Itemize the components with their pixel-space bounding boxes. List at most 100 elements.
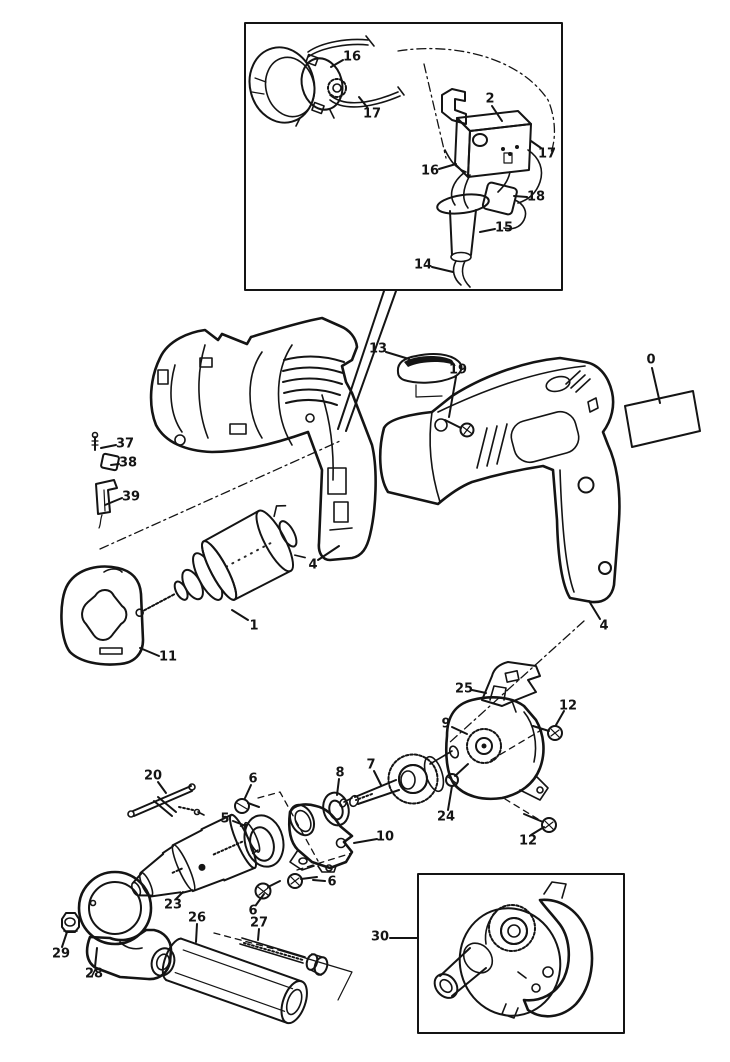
callout-leader-26 <box>195 923 198 943</box>
spindle-gear-drawing <box>339 745 460 808</box>
cord-guard-drawing <box>436 193 490 288</box>
callout-leader-38 <box>110 463 120 466</box>
callout-leader-2 <box>491 105 503 122</box>
part-number-label-15: 15 <box>495 221 513 236</box>
part-number-label-5: 5 <box>220 812 229 827</box>
part-number-label-29: 29 <box>52 947 70 962</box>
part-number-label-7: 7 <box>366 758 375 773</box>
baffle-plate-drawing <box>60 565 145 666</box>
callout-leader-23 <box>175 891 184 900</box>
callout-leader-17 <box>530 140 542 149</box>
callout-leader-16 <box>330 59 344 68</box>
callout-leader-11 <box>139 647 160 657</box>
housing-right-half-drawing <box>378 356 621 604</box>
part-number-label-18: 18 <box>527 190 545 205</box>
callout-leader-9 <box>451 726 468 735</box>
vent-cover-drawing <box>396 352 463 398</box>
gear-axis-line <box>448 620 585 744</box>
housing-left-half-drawing <box>149 316 377 562</box>
capacitor-drawing <box>481 181 518 216</box>
part-number-label-1: 1 <box>249 619 258 634</box>
part-number-label-17: 17 <box>538 147 556 162</box>
callout-leader-4 <box>317 545 340 561</box>
callout-leader-5 <box>232 820 247 827</box>
callout-leader-6 <box>255 893 265 906</box>
callout-leader-13 <box>385 351 410 360</box>
part-number-label-27: 27 <box>250 916 268 931</box>
part-number-label-24: 24 <box>437 810 455 825</box>
screw-12-lower-drawing <box>523 813 557 833</box>
part-number-label-2: 2 <box>485 92 494 107</box>
assembly-guide <box>296 852 353 871</box>
part-number-label-20: 20 <box>144 769 162 784</box>
inset-box-frame <box>417 873 625 1034</box>
callout-leader-6 <box>244 784 252 799</box>
callout-leader-25 <box>471 689 487 694</box>
part-number-label-26: 26 <box>188 911 206 926</box>
callout-leader-24 <box>447 785 453 811</box>
screw-19-drawing <box>444 419 475 438</box>
handle-grip-drawing <box>161 937 308 1025</box>
part-number-label-37: 37 <box>116 437 134 452</box>
callout-leader-10 <box>353 838 378 844</box>
screw-12-upper-drawing <box>532 725 563 741</box>
callout-leader-19 <box>448 376 457 418</box>
wire-drawings <box>307 35 543 230</box>
part-number-label-39: 39 <box>122 490 140 505</box>
part-number-label-28: 28 <box>85 967 103 982</box>
callout-leader-7 <box>373 770 382 786</box>
part-number-label-11: 11 <box>159 650 177 665</box>
assembly-axis-arc <box>397 48 556 153</box>
screw-6-right-drawing <box>287 873 318 889</box>
part-number-label-13: 13 <box>369 342 387 357</box>
callout-leader-1 <box>231 609 249 621</box>
part-number-label-38: 38 <box>119 456 137 471</box>
mode-lever-drawing <box>481 661 541 713</box>
callout-leader-4 <box>588 600 601 620</box>
part-number-label-17: 17 <box>363 107 381 122</box>
part-number-label-8: 8 <box>335 766 344 781</box>
part-number-label-30: 30 <box>371 930 389 945</box>
inset-box-frame <box>244 22 563 291</box>
motor-field-drawing <box>248 46 347 127</box>
assembly-axis-line <box>423 63 447 159</box>
callout-leader-17 <box>358 96 368 108</box>
inset-leader-lines <box>337 290 397 432</box>
callout-leader-18 <box>513 195 528 198</box>
chuck-drawing <box>131 813 261 898</box>
callout-leader-12 <box>555 710 565 726</box>
callout-leader-16 <box>438 163 457 170</box>
nameplate-drawing <box>624 390 701 448</box>
gearcase-drawing <box>444 685 549 801</box>
callout-leader-37 <box>100 444 117 449</box>
grip-sheet-outline <box>281 950 353 1001</box>
handle-clamp-drawing <box>77 870 176 981</box>
part-number-label-4: 4 <box>308 558 317 573</box>
handle-bolt-drawing <box>239 937 329 976</box>
bearing-bracket-drawing <box>287 803 354 873</box>
part-number-label-25: 25 <box>455 682 473 697</box>
callout-leader-15 <box>479 228 496 233</box>
part-number-label-19: 19 <box>449 363 467 378</box>
callout-leader-8 <box>336 778 340 796</box>
motor-armature-drawing <box>135 504 306 618</box>
callout-leader-29 <box>61 931 68 948</box>
part-number-label-10: 10 <box>376 830 394 845</box>
part-number-label-0: 0 <box>646 353 655 368</box>
part-number-label-16: 16 <box>343 50 361 65</box>
screw-6-top-drawing <box>234 798 260 814</box>
part-number-label-6: 6 <box>248 904 257 919</box>
part-callouts: 1617217161815141319044373839111259122412… <box>52 50 661 982</box>
part-number-label-4: 4 <box>599 619 608 634</box>
assembly-guide <box>257 791 319 862</box>
chuck-key-drawing <box>127 783 205 818</box>
motor-axis-line <box>99 440 341 550</box>
part-number-label-12: 12 <box>519 834 537 849</box>
callout-leader-28 <box>94 947 98 968</box>
inset-switch-wiring <box>244 22 563 291</box>
part-number-label-9: 9 <box>441 717 450 732</box>
callout-leader-14 <box>431 266 454 273</box>
switch-drawing <box>441 88 532 178</box>
callout-leader-20 <box>157 781 167 794</box>
